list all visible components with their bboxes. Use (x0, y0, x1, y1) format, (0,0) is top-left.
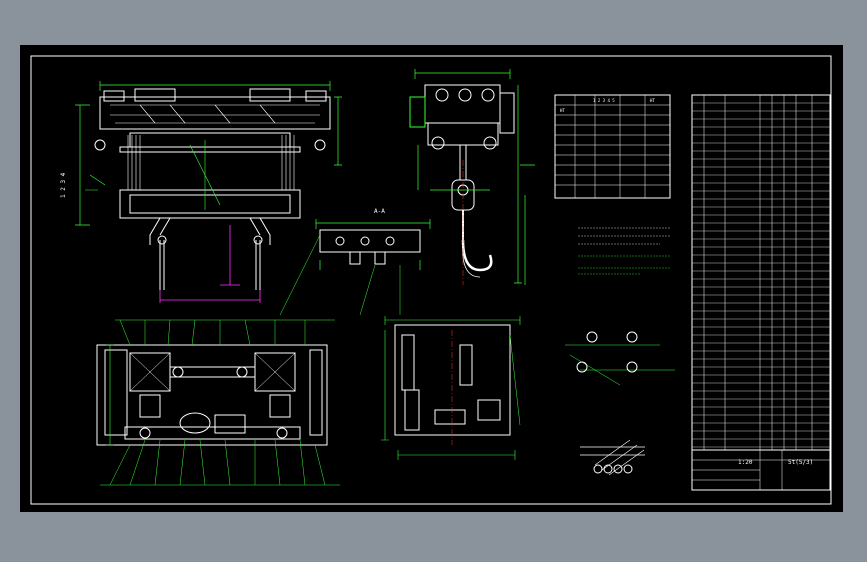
parameter-table: 1 2 3 4 5 HT HT (554, 94, 671, 199)
svg-text:1 2 3 4: 1 2 3 4 (60, 172, 67, 198)
drawing-number: 5t(5/3) (788, 459, 813, 466)
svg-text:HT: HT (560, 108, 565, 113)
rope-detail (580, 439, 645, 476)
scale-note: 1:20 (738, 459, 753, 466)
bolt-pattern-detail (565, 331, 675, 386)
title-block: 1:20 5t(5/3) (691, 449, 831, 491)
section-label: A-A (374, 208, 385, 215)
svg-text:HT: HT (650, 98, 655, 103)
parts-list (691, 94, 831, 451)
svg-text:1 2 3 4 5: 1 2 3 4 5 (593, 98, 615, 103)
cad-drawing: 1 2 3 4 A-A (30, 55, 832, 505)
drawing-sheet: 1 2 3 4 A-A (20, 45, 843, 512)
trolley-plan (381, 316, 521, 460)
plan-view (96, 319, 340, 486)
side-view (409, 69, 535, 285)
section-view: A-A (279, 208, 431, 316)
front-view: 1 2 3 4 (60, 81, 342, 303)
sheet-border (30, 55, 832, 505)
technical-notes (578, 227, 670, 275)
parts-list-rows (692, 102, 830, 448)
